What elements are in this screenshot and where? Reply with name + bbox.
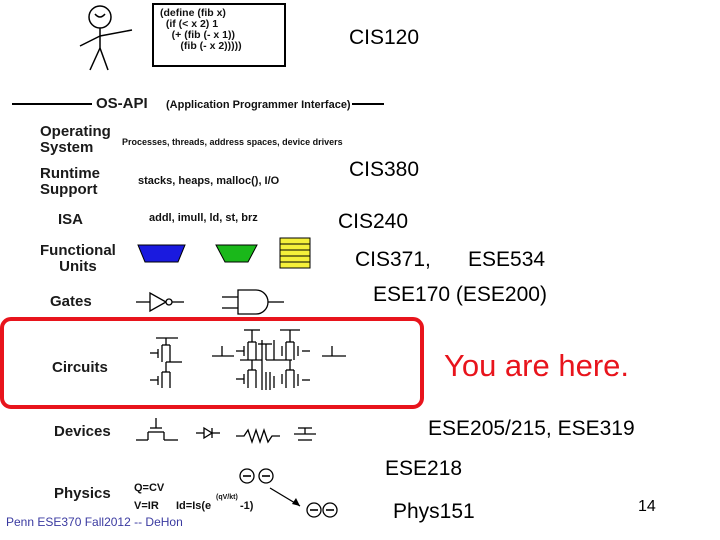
- transistor-circuit-icon-2: [212, 329, 292, 390]
- footer-credit: Penn ESE370 Fall2012 -- DeHon: [6, 515, 183, 529]
- layer-runtime-detail: stacks, heaps, malloc(), I/O: [138, 175, 280, 187]
- layer-os-detail: Processes, threads, address spaces, devi…: [122, 137, 343, 147]
- course-ese170: ESE170 (ESE200): [373, 283, 547, 306]
- functional-unit-blue-icon: [137, 244, 186, 263]
- course-ese534: ESE534: [468, 248, 546, 271]
- transistor-circuit-icon-3: [280, 329, 346, 388]
- course-cis120: CIS120: [349, 26, 420, 49]
- and-gate-icon: [222, 289, 284, 315]
- course-cis371: CIS371,: [355, 248, 431, 271]
- electron-icon-1: [239, 468, 255, 484]
- functional-unit-green-icon: [215, 244, 258, 263]
- resistor-icon: [236, 427, 280, 445]
- register-file-icon: [279, 237, 311, 269]
- layer-physics: Physics: [54, 485, 111, 502]
- os-api-label: OS-API: [96, 95, 148, 112]
- electron-icon-3: [306, 502, 322, 518]
- code-line-3: (+ (fib (- x 1)): [160, 29, 235, 41]
- code-line-2: (if (< x 2) 1: [160, 18, 219, 30]
- course-phys151: Phys151: [393, 500, 475, 523]
- course-cis240: CIS240: [338, 210, 409, 233]
- course-ese218: ESE218: [385, 457, 463, 480]
- physics-eq-exponent: (qV/kt): [216, 494, 238, 501]
- electron-icon-2: [258, 468, 274, 484]
- code-line-4: (fib (- x 2))))): [160, 40, 242, 52]
- transistor-circuit-icon: [150, 337, 182, 388]
- physics-eq-2: V=IR: [134, 500, 159, 512]
- stick-figure-icon: [79, 5, 133, 71]
- code-line-1: (define (fib x): [160, 7, 226, 19]
- os-api-note: (Application Programmer Interface): [166, 99, 351, 111]
- layer-circuits: Circuits: [52, 359, 108, 376]
- page-number: 14: [638, 498, 656, 515]
- transistor-device-icon: [136, 418, 178, 441]
- electron-icon-4: [322, 502, 338, 518]
- inverter-gate-icon: [136, 291, 184, 313]
- layer-isa: ISA: [58, 211, 84, 228]
- course-ese205: ESE205/215, ESE319: [428, 417, 635, 440]
- layer-gates: Gates: [50, 293, 92, 310]
- physics-eq-1: Q=CV: [134, 482, 165, 494]
- layer-functional-units: Functional Units: [40, 242, 116, 275]
- layer-isa-detail: addl, imull, ld, st, brz: [149, 212, 258, 224]
- layer-runtime-support: Runtime Support: [40, 165, 100, 198]
- physics-eq-tail: -1): [240, 500, 254, 512]
- layer-devices: Devices: [54, 423, 111, 440]
- you-are-here-highlight: [0, 317, 424, 409]
- diode-icon: [196, 426, 220, 440]
- capacitor-icon: [294, 427, 316, 441]
- code-box: [152, 3, 286, 67]
- physics-eq-3: Id=Is(e: [176, 500, 212, 512]
- you-are-here-label: You are here.: [444, 348, 630, 383]
- course-cis380: CIS380: [349, 158, 420, 181]
- layer-operating-system: Operating System: [40, 123, 111, 156]
